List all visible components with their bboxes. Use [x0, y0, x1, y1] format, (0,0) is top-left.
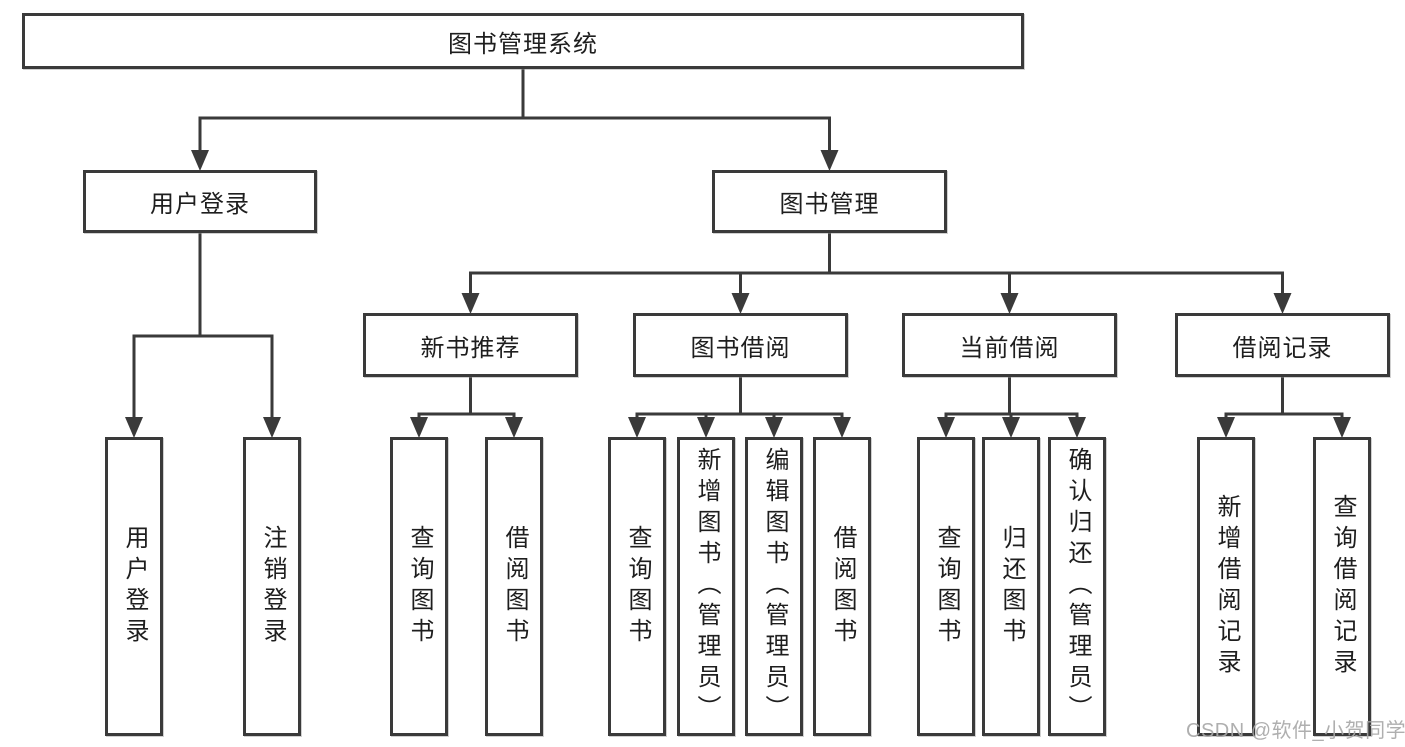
- node-label: 归还图书: [998, 524, 1025, 649]
- node-label: 查询借阅记录: [1329, 493, 1356, 680]
- node-borrow-record: 借阅记录: [1175, 313, 1390, 377]
- node-label: 借阅图书: [501, 524, 528, 649]
- node-book-mgmt: 图书管理: [712, 170, 947, 233]
- node-label: 查询图书: [624, 524, 651, 649]
- edge-root: [191, 69, 839, 171]
- node-label: 用户登录: [121, 524, 148, 649]
- edge-current-borrow: [937, 377, 1086, 438]
- node-user-login-group: 用户登录: [83, 170, 317, 233]
- node-label: 新增借阅记录: [1213, 493, 1240, 680]
- node-label: 当前借阅: [959, 334, 1060, 362]
- node-label: 查询图书: [933, 524, 960, 649]
- node-label: 新书推荐: [420, 334, 521, 362]
- node-label: 借阅记录: [1232, 334, 1333, 362]
- node-user-login: 用户登录: [105, 437, 163, 736]
- node-label: 用户登录: [150, 191, 250, 218]
- node-label: 图书管理系统: [448, 30, 598, 58]
- node-query-borrow-record: 查询借阅记录: [1313, 437, 1371, 736]
- node-borrow-books-2: 借阅图书: [813, 437, 871, 736]
- node-confirm-return: 确认归还（管理员）: [1048, 437, 1106, 736]
- node-add-borrow-record: 新增借阅记录: [1197, 437, 1255, 736]
- node-label: 查询图书: [406, 524, 433, 649]
- edge-book-mgmt: [461, 233, 1292, 314]
- edge-borrow-record: [1217, 377, 1351, 438]
- node-label: 图书管理: [779, 191, 880, 218]
- node-book-borrow: 图书借阅: [633, 313, 848, 377]
- node-query-books-3: 查询图书: [917, 437, 975, 736]
- node-label: 编辑图书（管理员）: [761, 447, 788, 726]
- node-current-borrow: 当前借阅: [902, 313, 1117, 377]
- node-label: 图书借阅: [690, 334, 791, 362]
- node-add-books: 新增图书（管理员）: [677, 437, 735, 736]
- edge-new-book-rec: [410, 377, 523, 438]
- node-label: 借阅图书: [829, 524, 856, 649]
- node-query-books-2: 查询图书: [608, 437, 666, 736]
- node-label: 注销登录: [259, 524, 286, 649]
- node-borrow-books-1: 借阅图书: [485, 437, 543, 736]
- node-new-book-rec: 新书推荐: [363, 313, 578, 377]
- edge-book-borrow: [628, 377, 851, 438]
- node-root: 图书管理系统: [22, 13, 1024, 69]
- node-edit-books: 编辑图书（管理员）: [745, 437, 803, 736]
- node-label: 确认归还（管理员）: [1064, 447, 1091, 726]
- edge-user-login-group: [125, 233, 281, 438]
- node-query-books-1: 查询图书: [390, 437, 448, 736]
- node-logout: 注销登录: [243, 437, 301, 736]
- node-label: 新增图书（管理员）: [693, 447, 720, 726]
- node-return-books: 归还图书: [982, 437, 1040, 736]
- watermark-text: CSDN @软件_小贺同学: [1186, 720, 1405, 742]
